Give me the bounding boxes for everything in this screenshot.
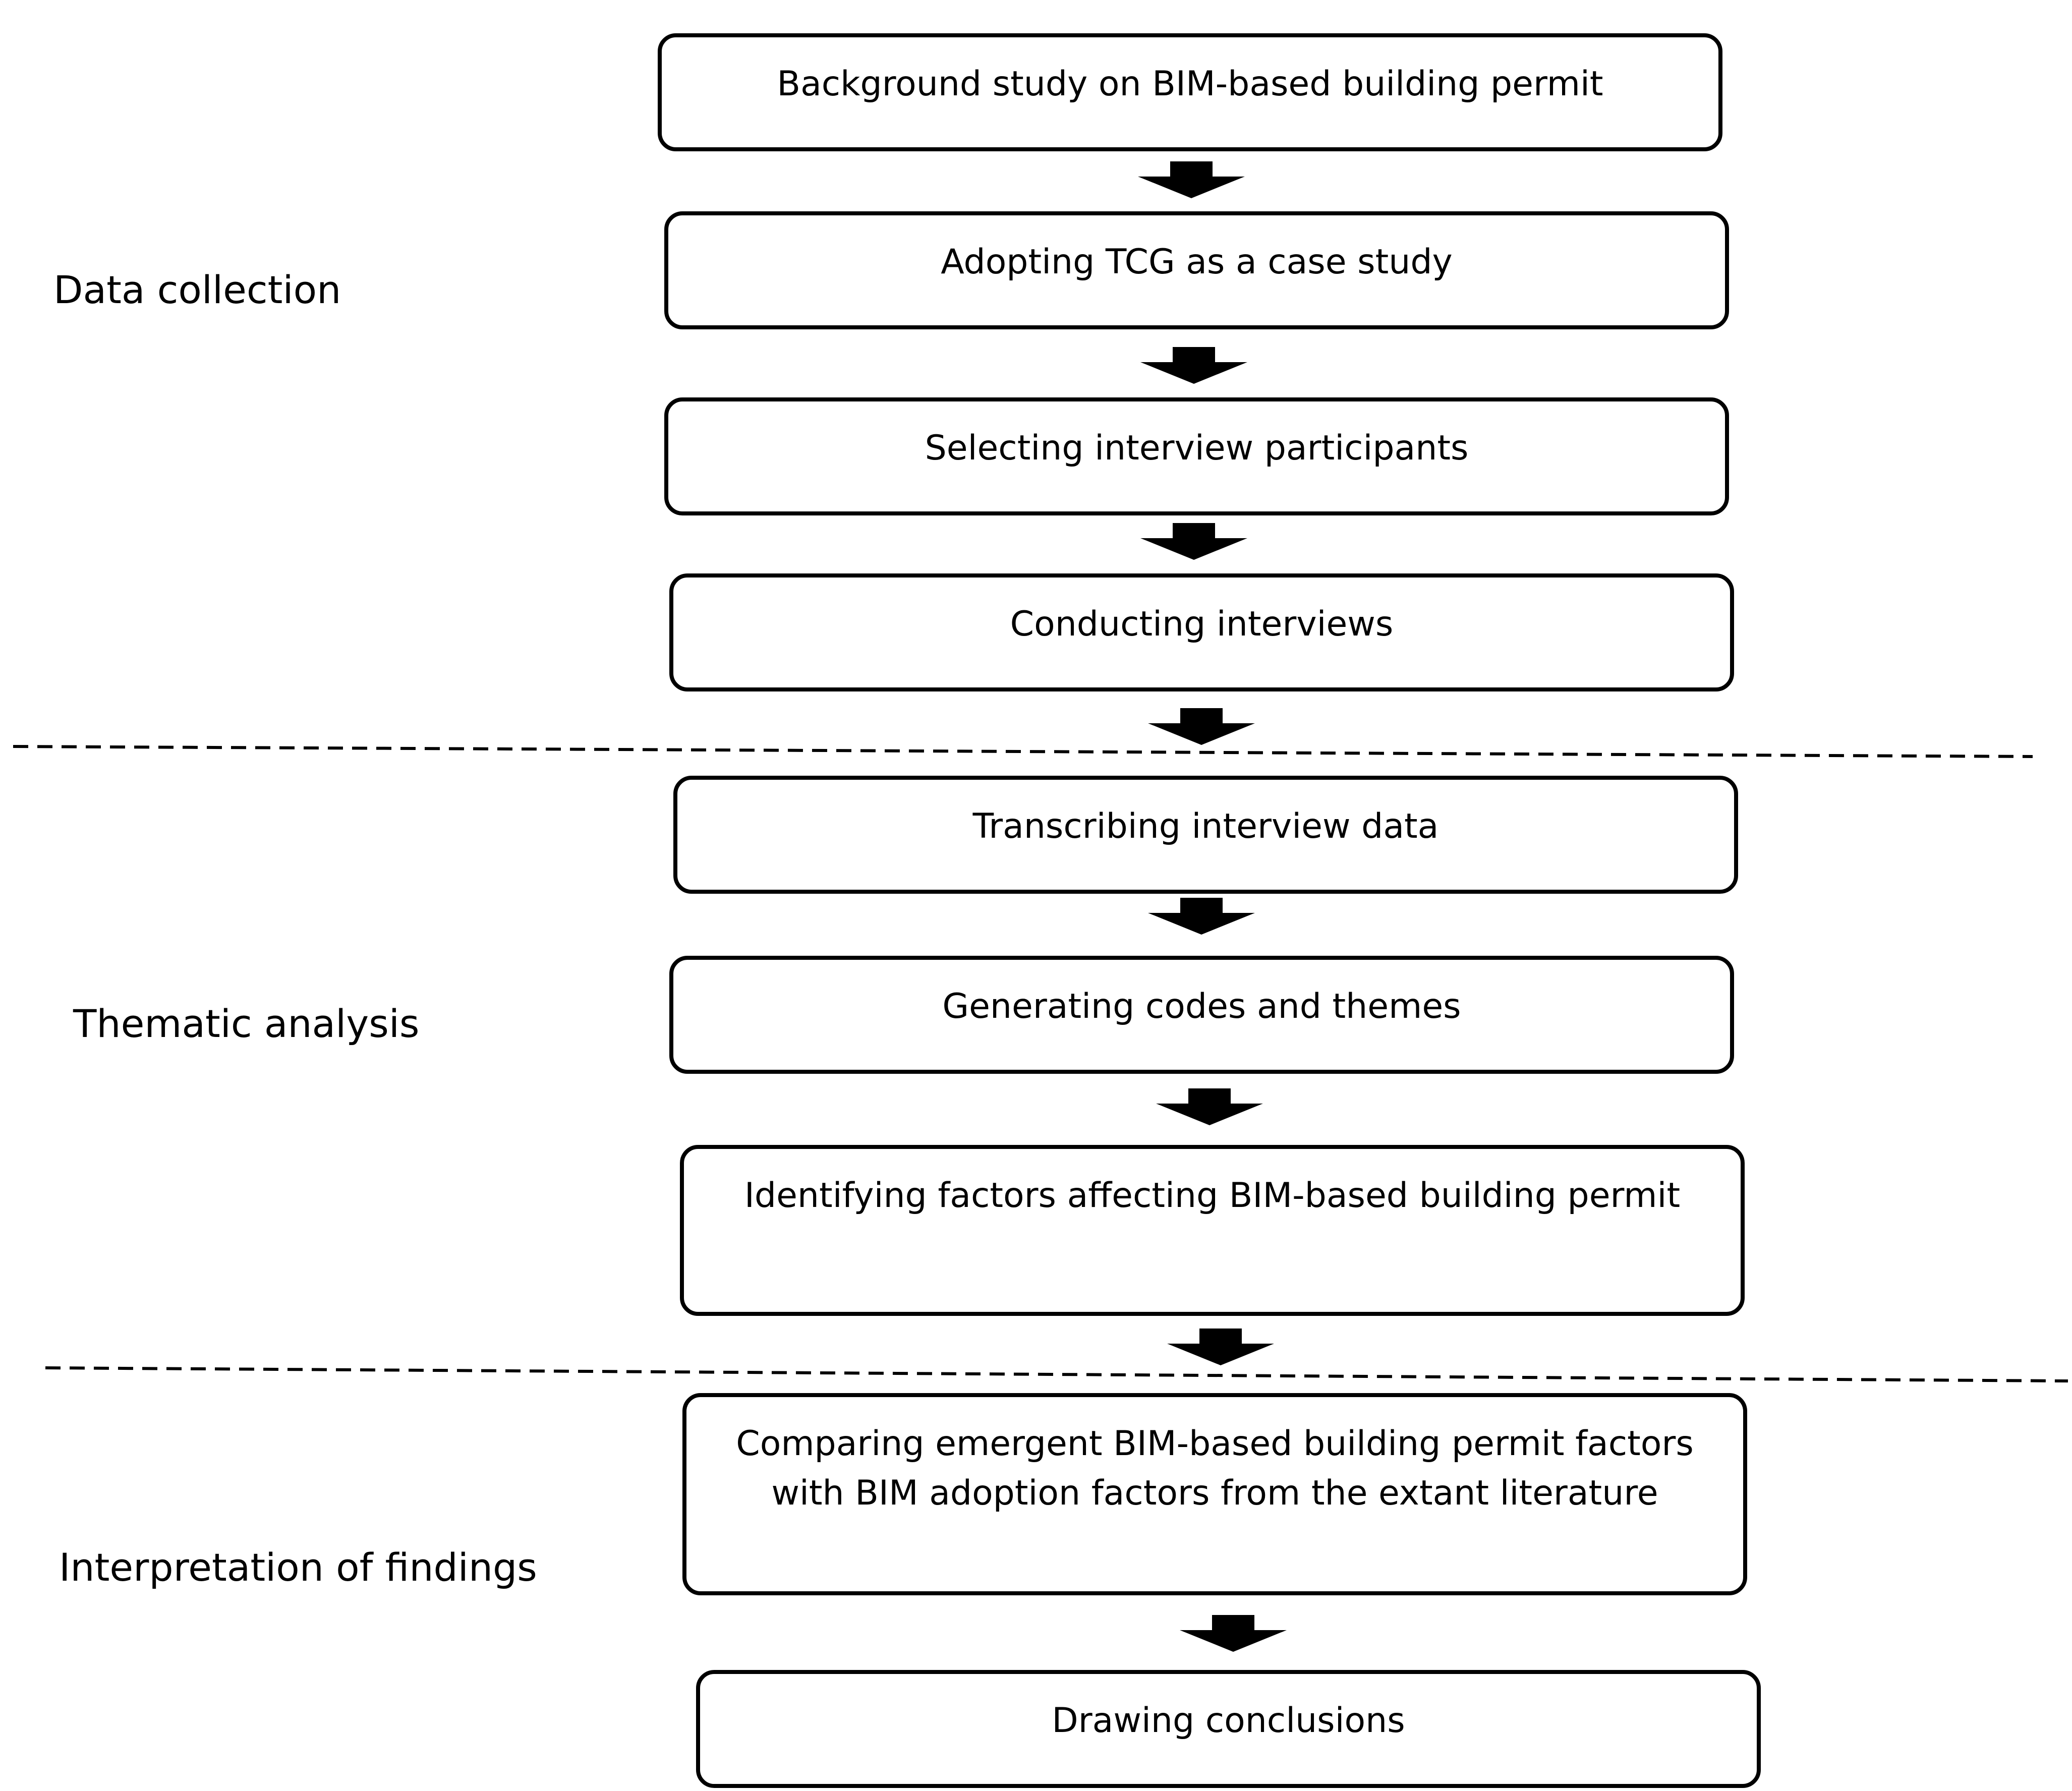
- flow-arrow: [1156, 1088, 1263, 1125]
- step-text: Generating codes and themes: [942, 987, 1461, 1026]
- flow-arrow: [1148, 708, 1255, 745]
- step-generating-codes: Generating codes and themes: [669, 956, 1734, 1074]
- step-drawing-conclusions: Drawing conclusions: [696, 1670, 1761, 1788]
- step-text: Drawing conclusions: [1052, 1701, 1405, 1741]
- step-identifying-factors: Identifying factors affecting BIM-based …: [680, 1145, 1745, 1316]
- step-text: Adopting TCG as a case study: [941, 242, 1453, 282]
- step-text: Background study on BIM-based building p…: [777, 64, 1603, 104]
- phase-divider: [13, 745, 2033, 758]
- step-selecting-participants: Selecting interview participants: [664, 397, 1729, 515]
- step-adopting-tcg: Adopting TCG as a case study: [664, 211, 1729, 329]
- step-text: Comparing emergent BIM-based building pe…: [736, 1424, 1694, 1513]
- step-text: Conducting interviews: [1010, 604, 1394, 644]
- flow-arrow: [1138, 161, 1245, 198]
- step-text: Selecting interview participants: [925, 428, 1469, 468]
- flow-arrow: [1140, 523, 1247, 560]
- step-text: Transcribing interview data: [972, 806, 1439, 846]
- flow-arrow: [1148, 898, 1255, 935]
- step-conducting-interviews: Conducting interviews: [669, 573, 1734, 691]
- step-text: Identifying factors affecting BIM-based …: [744, 1176, 1681, 1216]
- phase-label-data-collection: Data collection: [53, 267, 341, 312]
- flow-arrow: [1180, 1615, 1287, 1652]
- phase-divider: [45, 1366, 2068, 1382]
- step-comparing-factors: Comparing emergent BIM-based building pe…: [682, 1393, 1747, 1595]
- flow-arrow: [1140, 347, 1247, 384]
- flow-arrow: [1167, 1328, 1274, 1365]
- phase-label-interpretation: Interpretation of findings: [59, 1545, 537, 1590]
- step-background-study: Background study on BIM-based building p…: [658, 33, 1722, 151]
- step-transcribing-data: Transcribing interview data: [673, 776, 1738, 894]
- phase-label-thematic-analysis: Thematic analysis: [73, 1001, 420, 1046]
